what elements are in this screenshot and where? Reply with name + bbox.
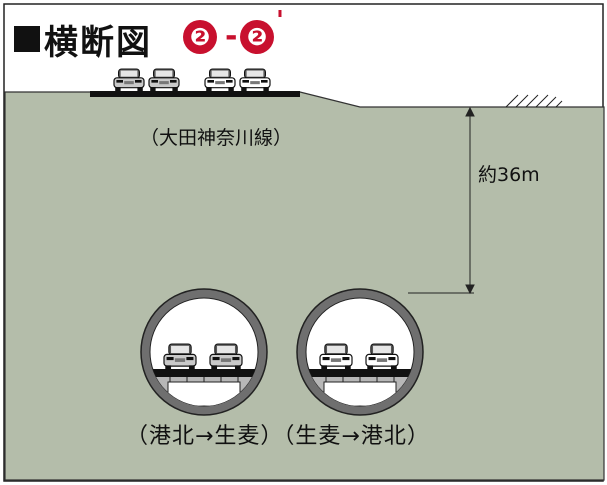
title-square-icon <box>14 26 40 52</box>
depth-dimension <box>408 106 475 295</box>
surface-cars <box>113 68 271 91</box>
section-marker-prime: ' <box>276 6 284 36</box>
car-icon <box>209 343 243 370</box>
surface-road-label: （大田神奈川線） <box>140 127 293 149</box>
tunnel <box>140 288 268 416</box>
depth-label: 約36m <box>478 164 540 186</box>
tunnel-direction-label: （港北→生麦）（生麦→港北） <box>126 424 430 449</box>
car-icon <box>163 343 197 370</box>
tunnel <box>296 288 424 416</box>
tunnels <box>140 288 424 416</box>
car-icon <box>239 68 271 91</box>
car-icon <box>113 68 145 91</box>
car-icon <box>365 343 399 370</box>
page-title: 横断図 <box>44 23 152 63</box>
section-marker-a: ❷ <box>183 20 217 54</box>
car-icon <box>204 68 236 91</box>
section-marker-dash: - <box>225 19 238 54</box>
ground-hatch-icon <box>505 94 563 108</box>
surface-road <box>90 91 300 97</box>
car-icon <box>319 343 353 370</box>
section-marker-b: ❷ <box>240 20 274 54</box>
car-icon <box>148 68 180 91</box>
